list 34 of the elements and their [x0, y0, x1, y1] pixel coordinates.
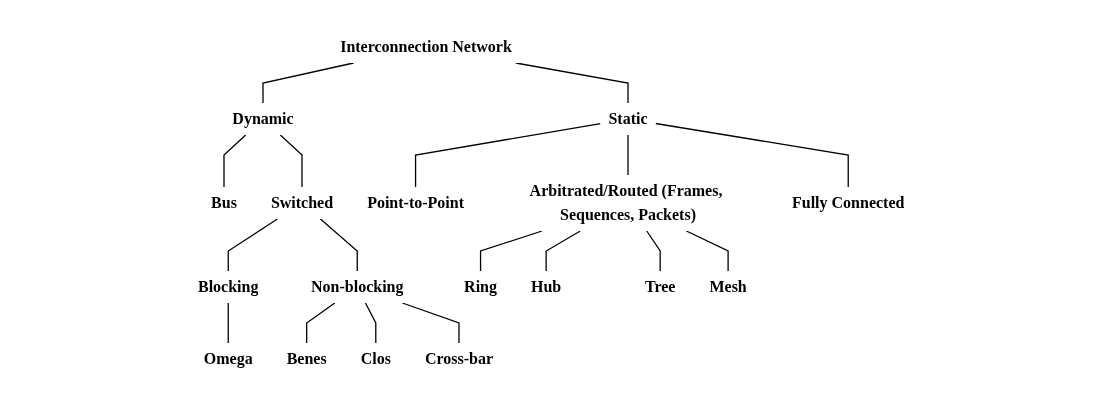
connector	[414, 123, 601, 188]
node-text: Interconnection Network	[339, 38, 512, 55]
node-text: Benes	[286, 350, 327, 367]
node-text: Hub	[530, 278, 562, 295]
connector	[685, 230, 729, 272]
connector	[545, 230, 581, 272]
connector	[401, 302, 460, 344]
node-text: Non-blocking	[310, 278, 404, 295]
node-text: Arbitrated/Routed (Frames, Sequences, Packets)	[529, 182, 723, 223]
connector	[514, 62, 629, 104]
connector	[654, 122, 849, 188]
node-text: Mesh	[709, 278, 747, 295]
node-text: Tree	[644, 278, 676, 295]
connector	[227, 302, 229, 344]
node-text: Blocking	[197, 278, 259, 295]
node-text: Switched	[270, 194, 333, 211]
connector	[364, 302, 377, 344]
node-text: Fully Connected	[791, 194, 905, 211]
node-text: Static	[608, 110, 648, 127]
connector	[279, 134, 303, 188]
connector	[227, 218, 278, 272]
node-text: Clos	[360, 350, 391, 367]
connector	[479, 230, 543, 272]
connector	[262, 62, 354, 104]
connector	[305, 302, 336, 344]
node-text: Ring	[463, 278, 497, 295]
node-text: Point-to-Point	[366, 194, 464, 211]
connector	[645, 230, 661, 272]
node-text: Dynamic	[232, 110, 294, 127]
node-text: Cross-bar	[424, 350, 493, 367]
connector	[223, 134, 247, 188]
connector	[319, 218, 358, 272]
node-text: Omega	[203, 350, 253, 367]
node-text: Bus	[210, 194, 237, 211]
